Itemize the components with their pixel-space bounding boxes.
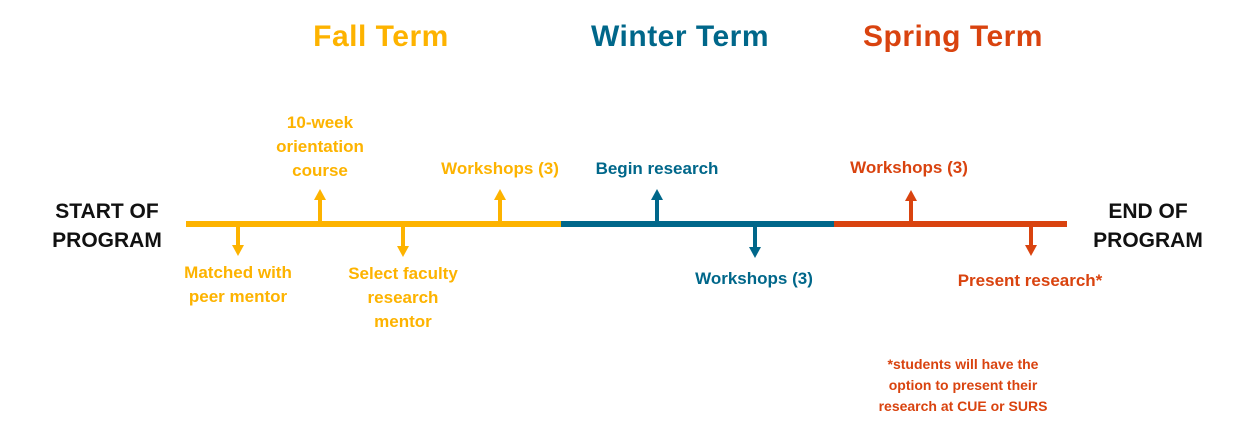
present-research-label: Present research* xyxy=(957,271,1103,290)
footnote-line3: research at CUE or SURS xyxy=(878,398,1048,414)
start-line2: PROGRAM xyxy=(52,229,162,252)
matched-line1: Matched with xyxy=(184,263,292,282)
select-line2: research xyxy=(367,288,439,307)
start-line1: START OF xyxy=(55,200,159,223)
arrow-up-icon xyxy=(651,189,663,222)
arrow-up-icon xyxy=(905,190,917,222)
fall-workshops-label: Workshops (3) xyxy=(441,159,559,178)
arrow-down-icon xyxy=(1025,226,1037,256)
select-line3: mentor xyxy=(374,312,432,331)
orientation-line2: orientation xyxy=(276,137,364,156)
arrow-down-icon xyxy=(232,226,244,256)
footnote-line1: *students will have the xyxy=(887,356,1039,372)
fall-segment xyxy=(186,221,561,227)
arrow-up-icon xyxy=(314,189,326,222)
start-of-program-label: START OF PROGRAM xyxy=(52,197,162,255)
spring-segment xyxy=(834,221,1067,227)
fall-term-heading: Fall Term xyxy=(313,20,449,53)
spring-term-heading: Spring Term xyxy=(863,20,1043,53)
winter-workshops-label: Workshops (3) xyxy=(695,269,813,288)
spring-workshops-label: Workshops (3) xyxy=(850,158,968,177)
matched-peer-mentor-label: Matched with peer mentor xyxy=(184,261,292,309)
end-line2: PROGRAM xyxy=(1093,229,1203,252)
end-line1: END OF xyxy=(1108,200,1188,223)
end-of-program-label: END OF PROGRAM xyxy=(1093,197,1203,255)
orientation-line3: course xyxy=(292,161,348,180)
orientation-line1: 10-week xyxy=(286,113,354,132)
select-faculty-mentor-label: Select faculty research mentor xyxy=(348,262,458,334)
arrow-down-icon xyxy=(397,226,409,257)
arrow-up-icon xyxy=(494,189,506,222)
arrow-down-icon xyxy=(749,226,761,258)
orientation-course-label: 10-week orientation course xyxy=(276,111,364,183)
matched-line2: peer mentor xyxy=(188,287,288,306)
footnote-line2: option to present their xyxy=(888,377,1038,393)
winter-segment xyxy=(561,221,834,227)
select-line1: Select faculty xyxy=(348,264,458,283)
footnote: *students will have the option to presen… xyxy=(879,354,1048,417)
begin-research-label: Begin research xyxy=(595,159,719,178)
winter-term-heading: Winter Term xyxy=(590,20,770,53)
